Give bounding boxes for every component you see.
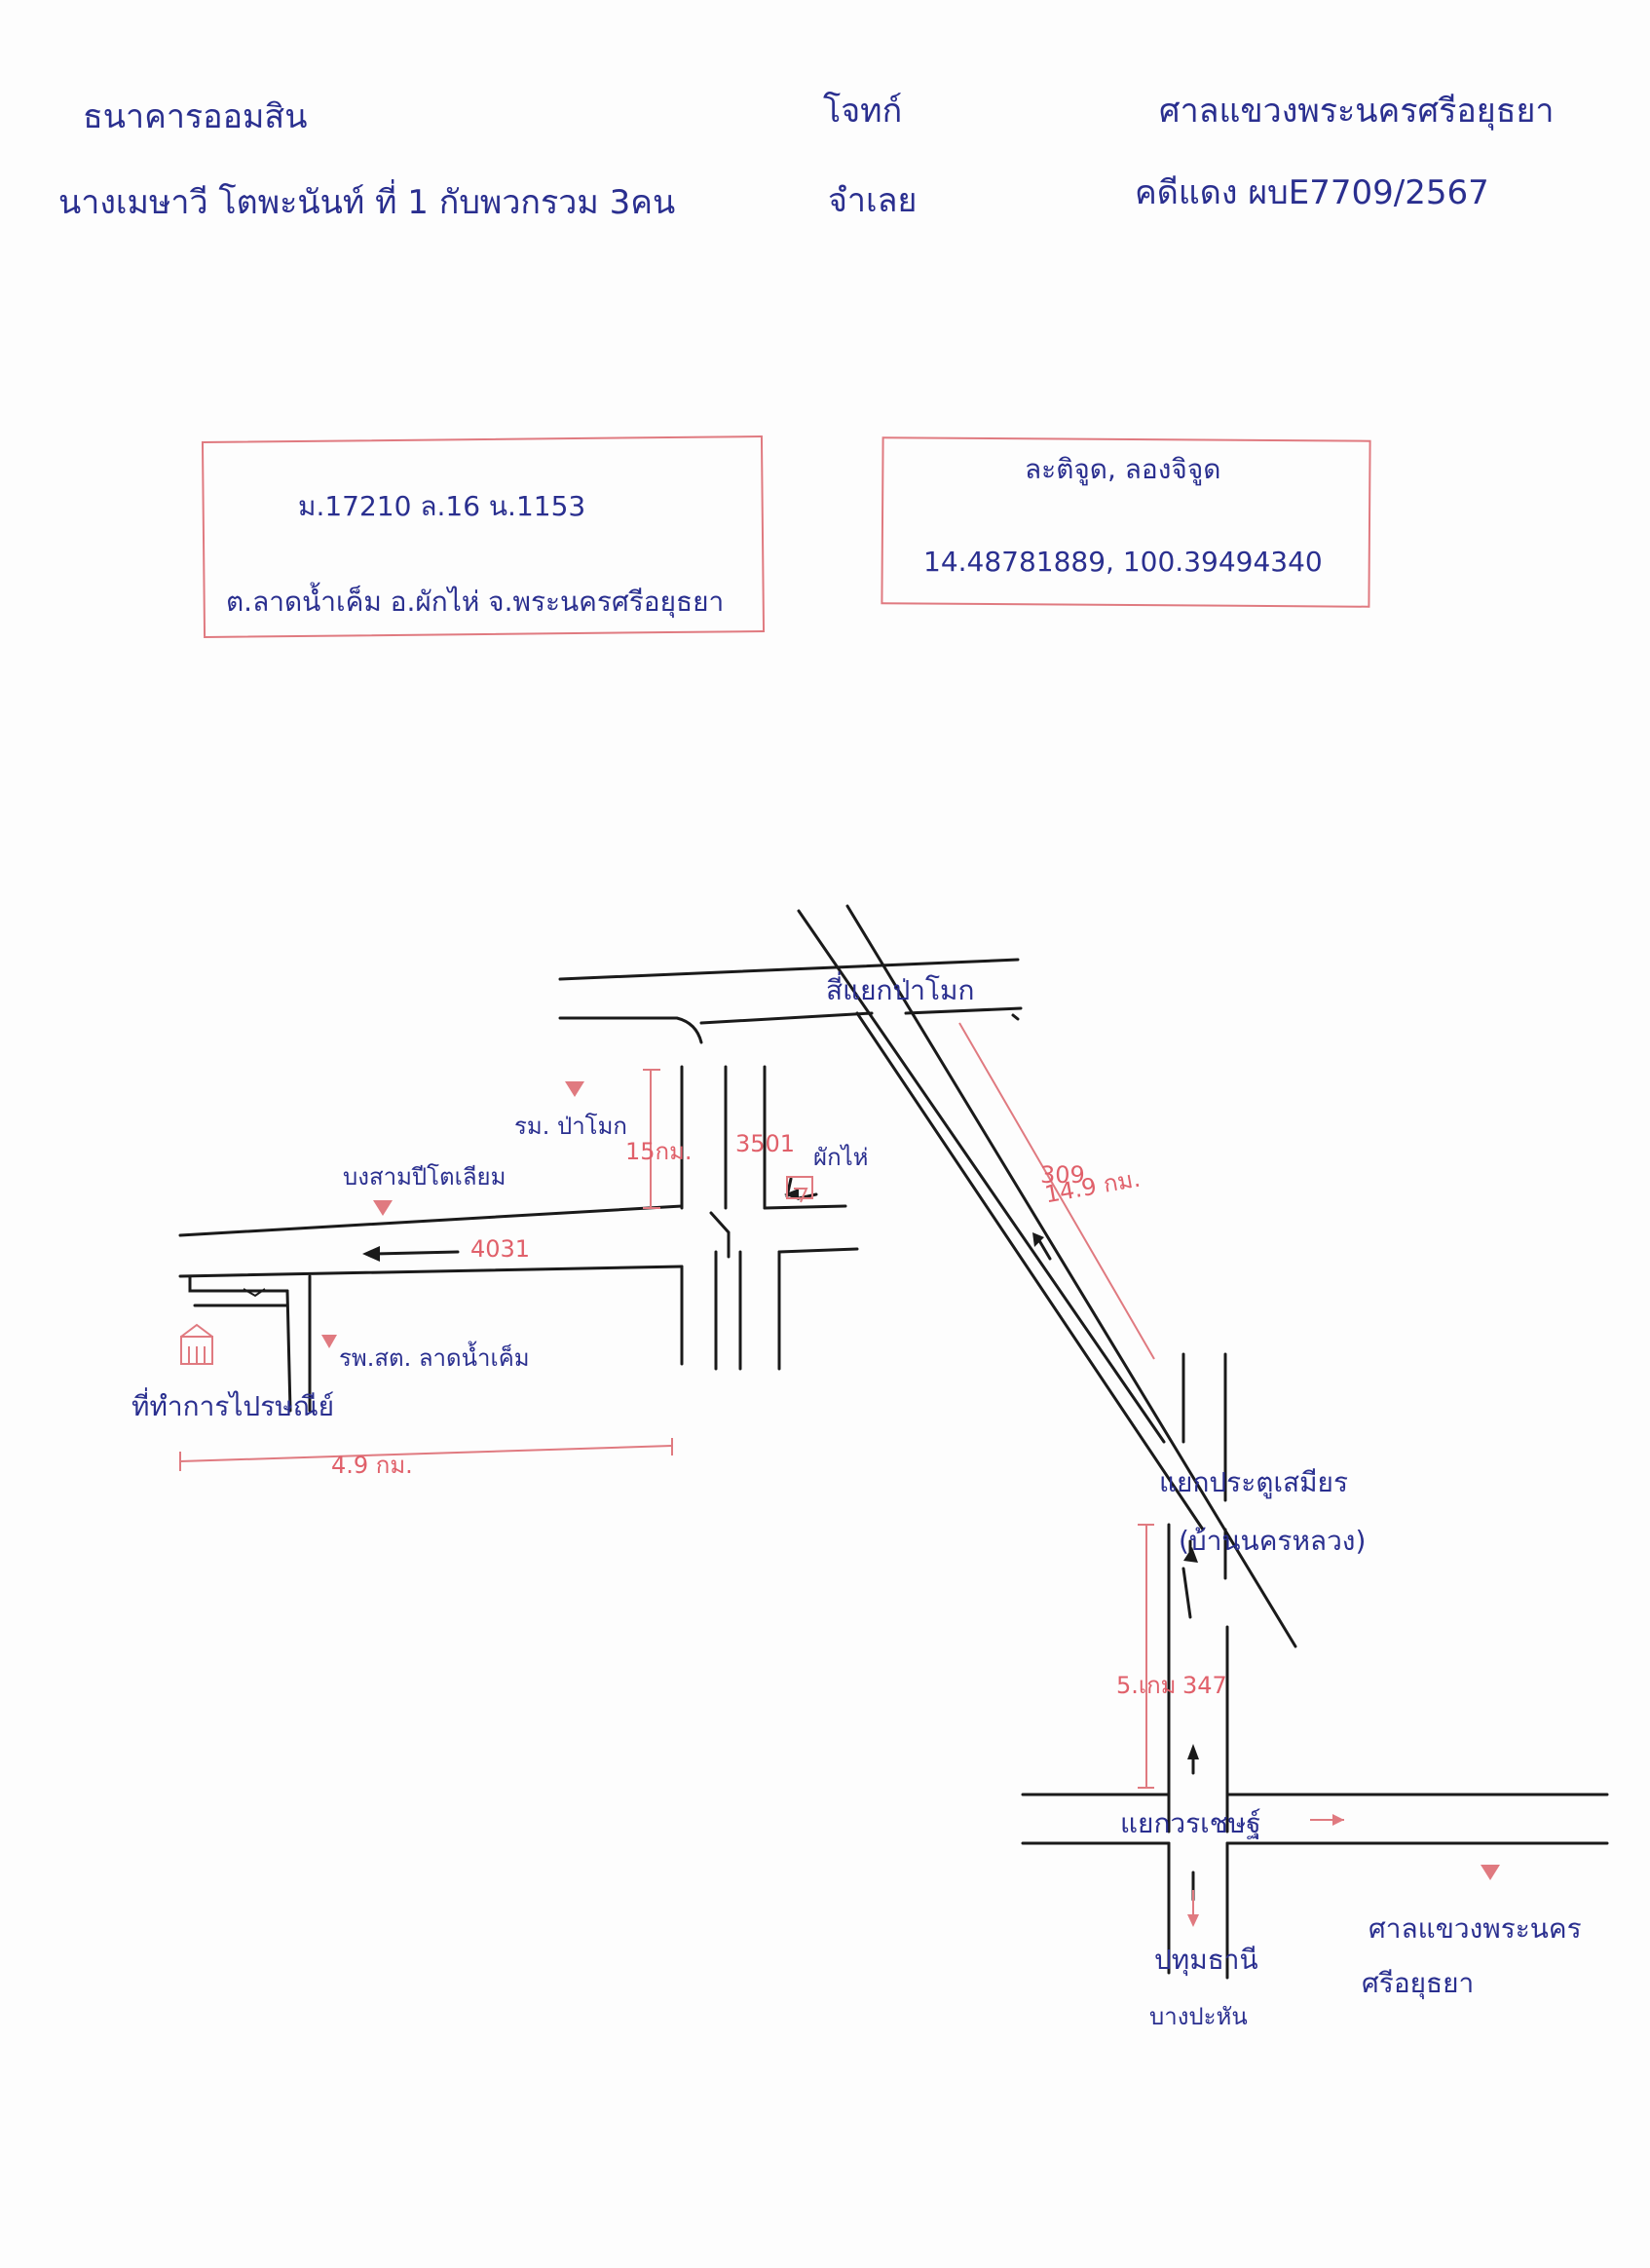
label-road-309: 309	[1040, 1161, 1085, 1189]
label-distance-49km: 4.9 กม.	[331, 1452, 413, 1479]
plaintiff-role: โจทก์	[823, 92, 903, 131]
address-line-1: ม.17210 ล.16 น.1153	[298, 490, 586, 522]
label-court-line-2: ศรีอยุธยา	[1362, 1967, 1475, 1999]
court-name: ศาลแขวงพระนครศรีอยุธยา	[1159, 92, 1555, 131]
label-junction-pamok: สี่แยกป่าโมก	[826, 974, 975, 1006]
label-school-pamok: รม. ป่าโมก	[514, 1113, 627, 1140]
label-road-3501: 3501	[735, 1130, 796, 1157]
address-line-2: ต.ลาดน้ำเค็ม อ.ผักไห่ จ.พระนครศรีอยุธยา	[226, 586, 725, 618]
label-hospital-lat-nam-khem: รพ.สต. ลาดน้ำเค็ม	[339, 1344, 530, 1372]
label-court-line-1: ศาลแขวงพระนคร	[1369, 1912, 1582, 1945]
label-pathum-thani: ปทุมธานี	[1154, 1944, 1258, 1976]
label-distance-5km: 5.เกม	[1116, 1672, 1177, 1699]
plaintiff-name: ธนาคารออมสิน	[83, 97, 308, 136]
label-junction-pratu: แยกประตูเสมียร	[1159, 1466, 1349, 1498]
label-ban-nakhon: (บ้านนครหลวง)	[1179, 1525, 1367, 1557]
label-distance-15km: 15กม.	[625, 1138, 693, 1165]
label-junction-wareechai: แยกวรเชษฐ์	[1120, 1807, 1261, 1839]
coordinates-label: ละติจูด, ลองจิจูด	[1025, 453, 1221, 485]
label-bang-pahan: บางปะหัน	[1149, 2003, 1248, 2030]
case-number: คดีแดง ผบE7709/2567	[1135, 173, 1489, 212]
coordinates-value: 14.48781889, 100.39494340	[923, 546, 1323, 578]
defendant-role: จำเลย	[828, 181, 918, 220]
label-road-4031: 4031	[470, 1235, 531, 1263]
label-district-office: ที่ทำการไปรษณีย์	[131, 1390, 335, 1422]
label-phak-hai: ผักไห่	[813, 1144, 869, 1171]
label-bong-sam-pi: บงสามปีโตเลียม	[343, 1163, 506, 1191]
label-road-347: 347	[1182, 1672, 1227, 1699]
defendant-name: นางเมษาวี โตพะนันท์ ที่ 1 กับพวกรวม 3คน	[58, 183, 676, 222]
